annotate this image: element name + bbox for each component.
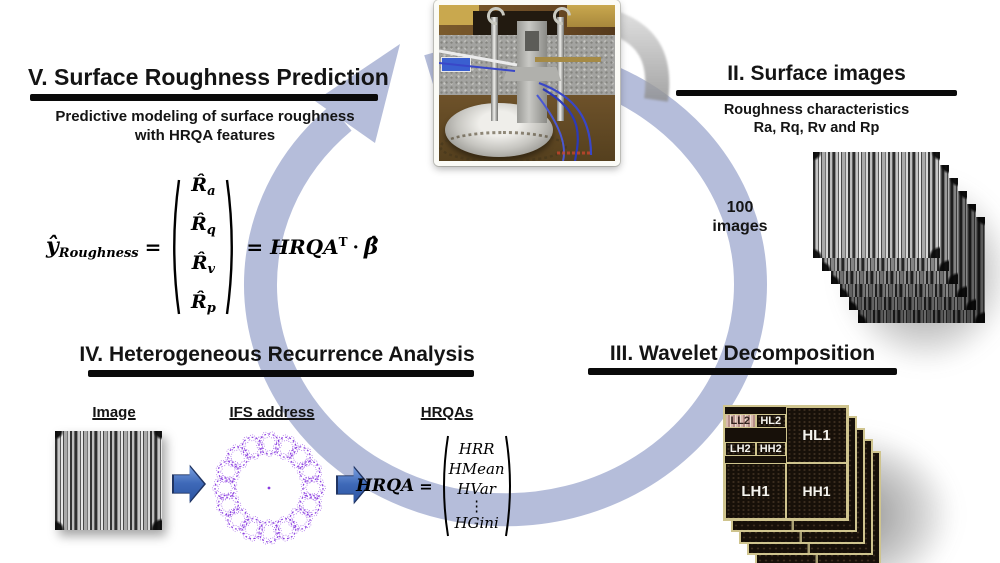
hrqa-vector-formula: HRQA = HRR HMean HVar ⋮ HGini xyxy=(356,430,516,542)
equals-2: = xyxy=(246,235,264,259)
photo-fixture-detail xyxy=(525,31,539,51)
roughness-prediction-formula: ŷRoughness = R̂a R̂q R̂v R̂p = HRQAT · β… xyxy=(46,174,379,318)
r-hat-q: R̂ xyxy=(190,213,207,235)
wavelet-front-image: LL2 HL2 LH2 HH2 HL1 LH1 HH1 xyxy=(723,405,849,521)
sub-q: q xyxy=(206,223,216,238)
ifs-fractal-ring xyxy=(212,431,326,545)
arrow-fill xyxy=(174,466,204,502)
wavelet-cell-lh2: LH2 xyxy=(725,442,756,456)
equals-1: = xyxy=(144,235,162,259)
sample-surface-image xyxy=(55,431,162,530)
wavelet-cell-hh2: HH2 xyxy=(755,442,786,456)
photo-fixture-plate xyxy=(503,67,561,81)
hrqa-term: HRQA xyxy=(270,235,339,259)
column-label-hrqas: HRQAs xyxy=(420,404,474,421)
r-hat-p: R̂ xyxy=(190,291,207,313)
image-count-line1: 100 xyxy=(726,199,754,216)
section-v-underline xyxy=(30,94,378,101)
column-label-ifs-address: IFS address xyxy=(229,404,315,421)
image-count-line2: images xyxy=(712,218,768,235)
apparatus-photo xyxy=(434,0,620,166)
open-paren xyxy=(442,435,449,537)
hrqa-entry-vdots: ⋮ xyxy=(469,497,485,515)
surface-image-stack xyxy=(813,152,985,323)
wavelet-cell-hl1: HL1 xyxy=(786,407,847,463)
hrqa-equals: = xyxy=(419,476,433,496)
photo-disc-groove xyxy=(439,131,567,161)
wavelet-cell-ll2: LL2 xyxy=(725,414,756,428)
transpose-sup: T xyxy=(338,235,348,249)
column-label-image: Image xyxy=(92,404,136,421)
wavelet-cell-lh1: LH1 xyxy=(725,463,786,519)
section-v-title: V. Surface Roughness Prediction xyxy=(28,64,389,90)
section-iii-title: III. Wavelet Decomposition xyxy=(609,342,876,365)
surface-image-front xyxy=(813,152,940,258)
y-hat: ŷ xyxy=(46,233,59,259)
ifs-address-plot xyxy=(212,431,326,545)
section-ii-underline xyxy=(676,90,957,96)
photo-fixture-left-top xyxy=(439,5,479,25)
r-hat-v: R̂ xyxy=(191,252,208,274)
close-paren xyxy=(504,435,511,537)
section-ii-title: II. Surface images xyxy=(727,62,906,85)
wavelet-level2-quadrant: LL2 HL2 LH2 HH2 xyxy=(725,407,786,463)
apparatus-photo-content xyxy=(439,5,615,161)
cycle-arrow-head xyxy=(315,44,400,143)
sub-v: v xyxy=(207,262,216,277)
sub-a: a xyxy=(207,184,216,199)
photo-cables xyxy=(439,49,593,161)
hrqa-lhs: HRQA xyxy=(356,476,415,496)
section-v-subtitle1: Predictive modeling of surface roughness xyxy=(55,108,355,125)
cycle-arrow-band xyxy=(243,43,767,527)
wavelet-cell-hh1: HH1 xyxy=(786,463,847,519)
close-paren xyxy=(226,179,234,315)
section-iii-underline xyxy=(588,368,897,375)
y-subscript: Roughness xyxy=(58,246,139,261)
dot-operator: · xyxy=(352,236,359,258)
hrqa-entry-hvar: HVar xyxy=(457,480,496,498)
hrqa-entry-hgini: HGini xyxy=(454,514,499,532)
arrow-image-to-ifs xyxy=(172,463,206,505)
section-ii-subtitle2: Ra, Rq, Rv and Rp xyxy=(753,120,880,136)
open-paren xyxy=(173,179,181,315)
section-ii-subtitle1: Roughness characteristics xyxy=(723,102,910,118)
hrqa-entry-hrr: HRR xyxy=(458,440,495,458)
sub-p: p xyxy=(206,301,216,316)
section-iv-title: IV. Heterogeneous Recurrence Analysis xyxy=(79,343,475,366)
section-v-subtitle2: with HRQA features xyxy=(134,127,276,144)
photo-gold-rod xyxy=(535,57,601,62)
photo-rod-right xyxy=(557,17,564,121)
r-hat-a: R̂ xyxy=(191,174,208,196)
photo-fixture-right-top xyxy=(567,5,615,27)
section-iv-underline xyxy=(88,370,474,377)
hrqa-entry-hmean: HMean xyxy=(448,460,505,478)
beta-hat: β̂ xyxy=(363,234,379,260)
wavelet-cell-hl2: HL2 xyxy=(755,414,786,428)
wavelet-stack: LL2 HL2 LH2 HH2 HL1 LH1 HH1 xyxy=(723,405,881,563)
arrow-ifs-to-hrqa xyxy=(336,464,370,506)
